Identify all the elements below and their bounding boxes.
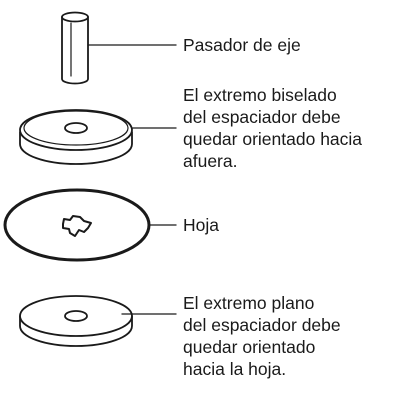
blade-part [3, 188, 151, 262]
beveled-spacer-label: El extremo biselado del espaciador debe … [183, 84, 362, 172]
flat-spacer-label-line: hacia la hoja. [183, 359, 287, 379]
flat-spacer-label-line: El extremo plano [183, 293, 315, 313]
beveled-spacer-part [19, 109, 133, 165]
flat-spacer-part [19, 295, 133, 347]
blade-label-line: Hoja [183, 215, 219, 235]
beveled-spacer-label-line: del espaciador debe [183, 107, 341, 127]
axle-pin-label: Pasador de eje [183, 34, 301, 56]
axle-pin-part [61, 11, 89, 85]
beveled-spacer-label-line: El extremo biselado [183, 85, 337, 105]
axle-pin-label-line: Pasador de eje [183, 35, 301, 55]
flat-spacer-label-line: quedar orientado [183, 337, 316, 357]
flat-spacer-label-line: del espaciador debe [183, 315, 341, 335]
beveled-spacer-label-line: quedar orientado hacia [183, 129, 363, 149]
beveled-spacer-label-line: afuera. [183, 151, 238, 171]
flat-spacer-label: El extremo plano del espaciador debe que… [183, 292, 341, 380]
blade-center-hole [62, 215, 92, 237]
blade-label: Hoja [183, 214, 219, 236]
